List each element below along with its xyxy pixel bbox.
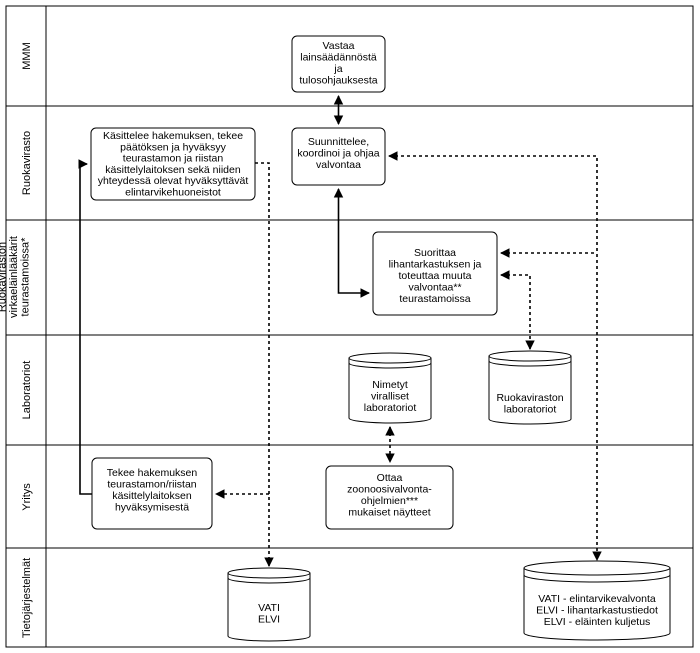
arrow-application-to-ruokavirasto bbox=[78, 159, 92, 495]
text-line: laboratoriot bbox=[364, 402, 417, 414]
text-line: Vastaa bbox=[323, 40, 355, 52]
text-line: valvontaa bbox=[316, 159, 361, 171]
text-line: teurastamoissa* bbox=[20, 237, 32, 317]
text-line: ohjelmien*** bbox=[361, 495, 418, 507]
lane-label-ruokavirasto: Ruokavirasto bbox=[21, 131, 33, 195]
text-line: virkaeläinlääkärit bbox=[8, 236, 20, 318]
text-line: MMM bbox=[21, 42, 33, 70]
text-line: Suunnittelee, bbox=[308, 136, 369, 148]
text-line: teurastamon ja riistan bbox=[123, 153, 224, 165]
text-line: Ruokaviraston bbox=[496, 392, 563, 404]
text-line: elintarvikehuoneistot bbox=[125, 187, 221, 199]
text-line: Käsittelee hakemuksen, tekee bbox=[103, 130, 243, 142]
text-line: mukaiset näytteet bbox=[348, 507, 430, 519]
text-line: Tietojärjestelmät bbox=[21, 558, 33, 638]
text-line: teurastamon/riistan bbox=[107, 479, 196, 491]
text-line: Ruokaviraston bbox=[0, 242, 9, 312]
lane-label-virkaelainlaakarit: Ruokavirastonvirkaeläinlääkäritteurastam… bbox=[0, 236, 32, 318]
text-line: ELVI - eläinten kuljetus bbox=[544, 616, 651, 628]
text-line: ja bbox=[333, 63, 342, 75]
swimlane-frame bbox=[5, 5, 694, 648]
lane-label-tietojarjestelmat: Tietojärjestelmät bbox=[21, 558, 33, 638]
text-line: laboratoriot bbox=[504, 404, 557, 416]
text-line: käsittelylaitoksen bbox=[112, 490, 192, 502]
text-line: Yritys bbox=[21, 483, 33, 511]
arrow-decision-to-vati bbox=[255, 162, 274, 567]
lane-label-yritys: Yritys bbox=[21, 483, 33, 511]
arrow-planning-inspection bbox=[333, 188, 370, 298]
text-line: toteuttaa muuta bbox=[399, 270, 472, 282]
text-line: Ottaa bbox=[377, 472, 403, 484]
text-line: päätöksen ja hyväksyy bbox=[120, 141, 226, 153]
text-line: koordinoi ja ohjaa bbox=[297, 148, 379, 160]
text-line: Suorittaa bbox=[414, 247, 456, 259]
text-line: ELVI bbox=[258, 614, 280, 626]
text-line: valvontaa** bbox=[408, 282, 461, 294]
text-line: lainsäädännöstä bbox=[300, 52, 377, 64]
text-line: käsittelylaitoksen sekä niiden bbox=[105, 164, 241, 176]
text-line: Ruokavirasto bbox=[21, 131, 33, 195]
text-line: viralliset bbox=[371, 391, 409, 403]
text-line: ELVI - lihantarkastustiedot bbox=[536, 605, 658, 617]
text-line: teurastamoissa bbox=[399, 293, 470, 305]
lane-label-mmm: MMM bbox=[21, 42, 33, 70]
text-line: VATI - elintarvikevalvonta bbox=[538, 593, 656, 605]
text-line: Tekee hakemuksen bbox=[107, 467, 198, 479]
arrow-inspection-lab bbox=[500, 270, 535, 350]
text-line: Laboratoriot bbox=[21, 361, 33, 420]
text-line: zoonoosivalvonta- bbox=[347, 484, 432, 496]
text-line: VATI bbox=[258, 602, 280, 614]
text-line: lihantarkastuksen ja bbox=[389, 259, 482, 271]
text-line: Nimetyt bbox=[372, 379, 408, 391]
text-line: tulosohjauksesta bbox=[299, 75, 377, 87]
text-line: yhteydessä olevat hyväksyttävät bbox=[98, 175, 249, 187]
text-line: hyväksymisestä bbox=[115, 502, 189, 514]
lane-label-laboratoriot: Laboratoriot bbox=[21, 361, 33, 420]
connectors bbox=[78, 95, 602, 567]
